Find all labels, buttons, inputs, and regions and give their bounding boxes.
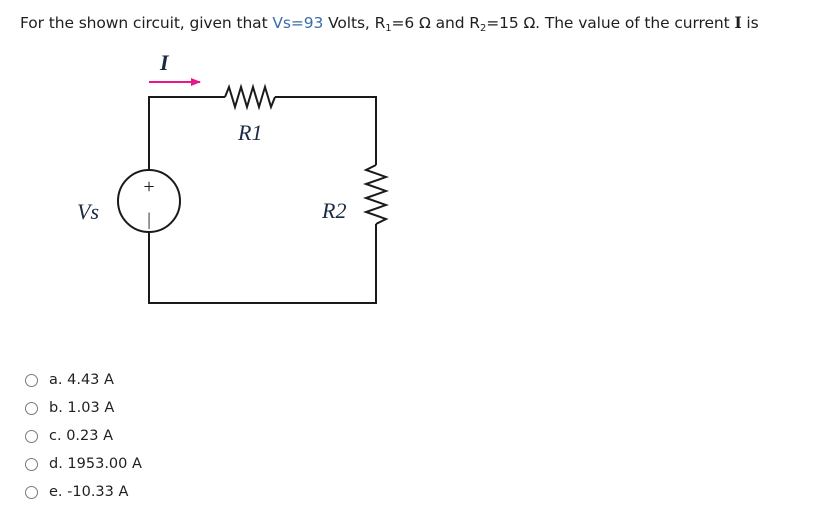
current-label: I	[159, 50, 170, 75]
answer-label: e. -10.33 A	[49, 484, 129, 500]
radio-button[interactable]	[25, 373, 38, 387]
radio-button[interactable]	[25, 485, 38, 499]
radio-button[interactable]	[25, 429, 38, 443]
wire-right-bottom	[148, 224, 377, 304]
current-symbol: I	[734, 13, 742, 32]
answer-label: a. 4.43 A	[49, 372, 114, 388]
r1-label: R1	[237, 120, 262, 145]
resistor-r2	[362, 164, 390, 225]
minus-sign: |	[147, 209, 151, 229]
answer-option-a[interactable]: a. 4.43 A	[25, 366, 142, 394]
question-suffix: is	[741, 14, 759, 32]
plus-sign: +	[143, 176, 154, 198]
vs-value: Vs=93	[272, 14, 324, 32]
r1-subscript: 1	[385, 23, 392, 34]
vs-label: Vs	[77, 199, 99, 224]
wire-left-top	[148, 96, 225, 170]
radio-button[interactable]	[25, 401, 38, 415]
circuit-diagram: I R1 R2 Vs + |	[77, 50, 390, 304]
radio-button[interactable]	[25, 457, 38, 471]
answer-label: b. 1.03 A	[49, 400, 115, 416]
question-prefix: For the shown circuit, given that	[20, 14, 273, 32]
answer-option-c[interactable]: c. 0.23 A	[25, 422, 142, 450]
voltage-source	[117, 169, 181, 233]
r1-value: =6 Ω and R	[391, 14, 481, 32]
answer-option-e[interactable]: e. -10.33 A	[25, 478, 142, 506]
resistor-r1	[224, 83, 276, 111]
wire-top-right	[275, 96, 377, 165]
answer-list: a. 4.43 A b. 1.03 A c. 0.23 A d. 1953.00…	[25, 366, 142, 506]
answer-option-b[interactable]: b. 1.03 A	[25, 394, 142, 422]
r2-label: R2	[321, 198, 346, 223]
answer-label: c. 0.23 A	[49, 428, 114, 444]
r2-value: =15 Ω. The value of the current	[486, 14, 735, 32]
question-text: For the shown circuit, given that Vs=93 …	[20, 11, 759, 41]
r2-subscript: 2	[479, 23, 487, 34]
question-after-vs: Volts, R	[323, 14, 386, 32]
answer-option-d[interactable]: d. 1953.00 A	[25, 450, 142, 478]
answer-label: d. 1953.00 A	[49, 456, 142, 472]
